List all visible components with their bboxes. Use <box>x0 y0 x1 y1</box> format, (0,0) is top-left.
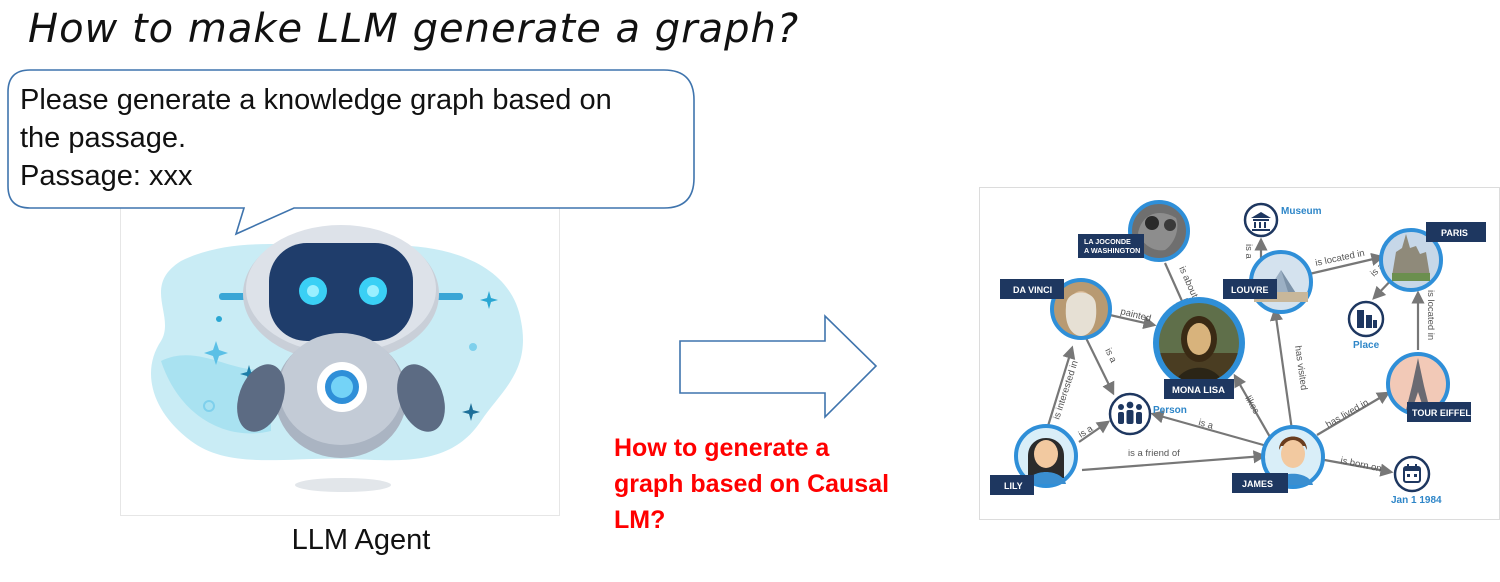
node-label: Museum <box>1281 206 1322 217</box>
edge-label: is located in <box>1425 290 1436 340</box>
building-icon <box>1357 310 1377 328</box>
node-label: LA JOCONDE <box>1084 237 1131 246</box>
node-label: LOUVRE <box>1231 285 1269 295</box>
people-icon <box>1118 401 1142 424</box>
node-lily: LILY <box>990 424 1078 495</box>
right-arrow-icon <box>679 314 878 419</box>
node-label: PARIS <box>1441 228 1468 238</box>
node-label: TOUR EIFFEL <box>1412 408 1471 418</box>
node-louvre: LOUVRE <box>1223 250 1313 314</box>
node-label: JAMES <box>1242 479 1273 489</box>
node-place: Place <box>1347 300 1385 351</box>
prompt-text: Please generate a knowledge graph based … <box>20 81 690 195</box>
node-date: Jan 1 1984 <box>1391 455 1442 506</box>
node-mona-lisa: MONA LISA <box>1153 297 1245 399</box>
sparkle-icon <box>240 365 258 383</box>
node-label: A WASHINGTON <box>1084 246 1140 255</box>
sparkle-icon <box>204 341 228 365</box>
sparkle-icon <box>462 403 480 421</box>
node-museum: Museum <box>1243 202 1322 238</box>
question-line: graph based on Causal <box>614 470 890 498</box>
node-label: MONA LISA <box>1172 385 1225 396</box>
node-label: Person <box>1153 405 1187 416</box>
edge-label: is a <box>1102 346 1119 365</box>
page-title: How to make LLM generate a graph? <box>28 6 800 52</box>
node-da-vinci: DA VINCI <box>1000 278 1112 340</box>
museum-icon <box>1251 212 1271 231</box>
question-line: LM? <box>614 506 666 534</box>
causal-lm-question: How to generate a graph based on Causal … <box>614 430 934 538</box>
edge-label: is born on <box>1339 455 1382 474</box>
node-label: DA VINCI <box>1013 285 1052 295</box>
question-line: How to generate a <box>614 434 830 462</box>
node-label: LILY <box>1004 481 1023 491</box>
knowledge-graph: is about is a is located in is a is loca… <box>979 187 1500 520</box>
speech-bubble <box>7 69 695 236</box>
edge-label: has visited <box>1292 345 1309 391</box>
node-label: Jan 1 1984 <box>1391 495 1442 506</box>
calendar-icon <box>1403 464 1421 483</box>
robot-caption: LLM Agent <box>291 524 431 556</box>
edge-label: is a <box>1243 244 1254 260</box>
node-james: JAMES <box>1232 425 1325 493</box>
node-la-joconde: LA JOCONDE A WASHINGTON <box>1078 200 1190 262</box>
edge-label: has lived in <box>1324 397 1371 430</box>
node-label: Place <box>1353 340 1380 351</box>
edge-label: is a <box>1197 417 1215 432</box>
prompt-line: Please generate a knowledge graph based … <box>20 84 612 116</box>
sparkle-icon <box>480 291 498 309</box>
robot-illustration <box>120 190 560 516</box>
edge-label: likes <box>1242 394 1261 416</box>
node-person: Person <box>1108 392 1187 436</box>
edge-label: is a friend of <box>1128 448 1180 459</box>
prompt-line: the passage. <box>20 122 187 154</box>
prompt-line: Passage: xxx <box>20 160 193 192</box>
node-paris: PARIS <box>1379 222 1486 292</box>
node-tour-eiffel: TOUR EIFFEL <box>1386 352 1471 422</box>
edge-label: is a <box>1077 423 1096 441</box>
